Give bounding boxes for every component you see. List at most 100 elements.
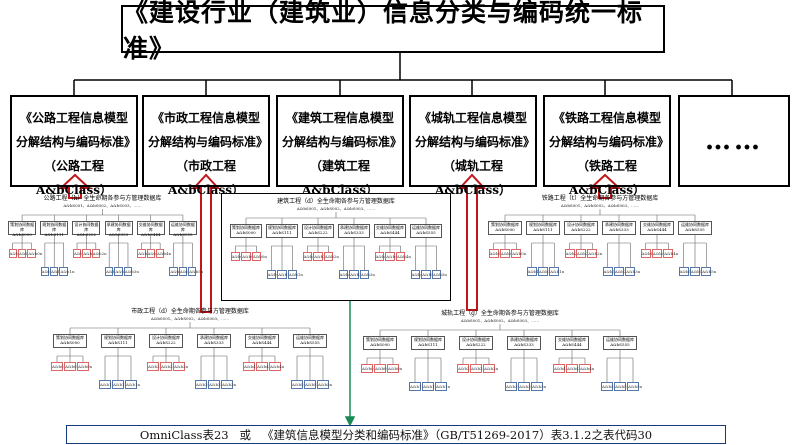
db-railway: 铁路工程（t）全生命期各参与方管理数据库 A&bS001、A&bS002、A&b… <box>480 195 720 300</box>
tree-node-code: A&bS333 <box>108 232 129 237</box>
tree-leaf: A&b42 <box>651 249 667 258</box>
tree-leaf: A&b41 <box>374 252 390 261</box>
tree-leaf: A&b5n <box>627 382 643 391</box>
category-line: （铁路工程A&bClass） <box>569 159 645 197</box>
tree-leaf: A&b21 <box>72 249 88 258</box>
tree-node-title: 设计协同数据库 <box>462 337 490 342</box>
tree-leaf: A&b32 <box>613 267 629 276</box>
tree-leaf: A&b5n <box>317 380 333 389</box>
tree-leaf: A&b12 <box>422 382 438 391</box>
tree-leaf: A&b01 <box>361 364 377 373</box>
tree-node-code: A&bS111 <box>44 232 64 237</box>
tree-leaf: A&b12 <box>50 267 66 276</box>
tree-node-title: 运维协同数据库 <box>412 225 440 230</box>
db-title: 公路工程（h）全生命期各参与方管理数据库 <box>43 195 162 202</box>
tree-leaf: A&b02 <box>17 249 33 258</box>
tree-leaf: A&b42 <box>566 364 582 373</box>
tree-leaf: A&b22 <box>470 364 486 373</box>
tree-leaf: A&b11 <box>266 270 282 279</box>
tree-leaf: A&b12 <box>112 380 128 389</box>
tree-leaf: A&b4n <box>155 249 172 258</box>
tree-node-code: A&bS444 <box>141 232 161 237</box>
tree-leaf: A&b5n <box>431 270 447 279</box>
tree-leaf: A&b5n <box>188 267 204 276</box>
tree-leaf: A&b3n <box>625 267 641 276</box>
tree-node-title: 规划协同数据库 <box>42 222 67 232</box>
tree-node-code: A&bS444 <box>562 342 582 347</box>
tree-leaf: A&b1n <box>287 270 303 279</box>
tree-node-title: 运维协同数据库 <box>681 222 709 227</box>
db-building: 建筑工程（d）全生命期各参与方管理数据库 A&bS001、A&bS002、A&b… <box>221 193 451 301</box>
category-line: 《建筑工程信息模型 <box>285 111 394 125</box>
tree-node-code: A&bS555 <box>610 342 630 347</box>
tree-leaf: A&b42 <box>146 249 162 258</box>
tree-node-code: A&bS333 <box>514 342 534 347</box>
category-building: 《建筑工程信息模型 分解结构与编码标准》 （建筑工程A&bClass） <box>276 95 404 197</box>
tree-leaf: A&b52 <box>178 267 194 276</box>
category-line: 分解结构与编码标准》 <box>282 135 403 149</box>
tree-leaf: A&b51 <box>169 267 185 276</box>
tree-node-title: 承建协同数据库 <box>605 222 633 227</box>
tree-node-code: A&bS000 <box>370 342 390 347</box>
tree-leaf: A&b4n <box>269 362 285 371</box>
tree-leaf: A&b22 <box>575 249 591 258</box>
tree-node-title: 设计协同数据库 <box>152 335 180 340</box>
tree-node-title: 策划协同数据库 <box>366 337 394 342</box>
tree-leaf: A&b2n <box>323 252 339 261</box>
tree-node-code: A&bS444 <box>380 230 400 235</box>
tree-node-code: A&bS111 <box>272 230 292 235</box>
category-line: 分解结构与编码标准》 <box>415 135 536 149</box>
tree-node-title: 交维协同数据库 <box>376 225 404 230</box>
tree-node-code: A&bS222 <box>76 232 97 237</box>
tree-leaf: A&b21 <box>147 362 163 371</box>
tree-leaf: A&b51 <box>678 267 694 276</box>
tree-leaf: A&b4n <box>663 249 679 258</box>
tree-leaf: A&b32 <box>114 267 130 276</box>
tree-node-title: 交维协同数据库 <box>138 222 163 232</box>
db-sub: A&bS001、A&bS002、A&bS003、…… <box>150 316 230 321</box>
db-sub: A&bS001、A&bS002、A&bS003、…… <box>460 318 540 323</box>
tree-lines <box>235 212 437 270</box>
tree-leaf: A&b2n <box>173 362 189 371</box>
tree-lines <box>12 209 193 267</box>
tree-node-code: A&bS333 <box>344 230 364 235</box>
tree-node-code: A&bS111 <box>418 342 438 347</box>
tree-node-title: 策划协同数据库 <box>56 335 84 340</box>
db-title: 铁路工程（t）全生命期各参与方管理数据库 <box>541 195 659 202</box>
tree-leaf: A&b2n <box>91 249 107 258</box>
category-municipal: 《市政工程信息模型 分解结构与编码标准》 （市政工程A&bClass） <box>142 95 270 197</box>
tree-leaf: A&b02 <box>241 252 257 261</box>
tree-leaf: A&b31 <box>195 380 211 389</box>
tree-leaf: A&b0n <box>511 249 527 258</box>
db-sub: A&bS001、A&bS002、A&bS003、…… <box>560 203 640 208</box>
tree-leaf: A&b12 <box>537 267 553 276</box>
category-metro: 《城轨工程信息模型 分解结构与编码标准》 （城轨工程A&bClass） <box>409 95 537 197</box>
tree-leaf: A&b52 <box>304 380 320 389</box>
tree-leaf: A&b12 <box>277 270 293 279</box>
tree-leaf: A&b51 <box>291 380 307 389</box>
tree-node-title: 承建协同数据库 <box>200 335 228 340</box>
db-highway: 公路工程（h）全生命期各参与方管理数据库 A&bS001、A&bS002、A&b… <box>0 195 205 300</box>
tree-leaf: A&b32 <box>518 382 534 391</box>
tree-node-code: A&bS555 <box>300 340 320 345</box>
tree-node-code: A&bS444 <box>252 340 272 345</box>
tree-node-code: A&bS000 <box>60 340 80 345</box>
tree-leaf: A&b52 <box>421 270 437 279</box>
tree-node-code: A&bS111 <box>533 227 553 232</box>
tree-leaf: A&b41 <box>137 249 153 258</box>
category-line: 分解结构与编码标准》 <box>148 135 269 149</box>
category-line: （公路工程A&bClass） <box>36 159 112 197</box>
tree-node-title: 交维协同数据库 <box>558 337 586 342</box>
tree-leaf: A&b31 <box>505 382 521 391</box>
